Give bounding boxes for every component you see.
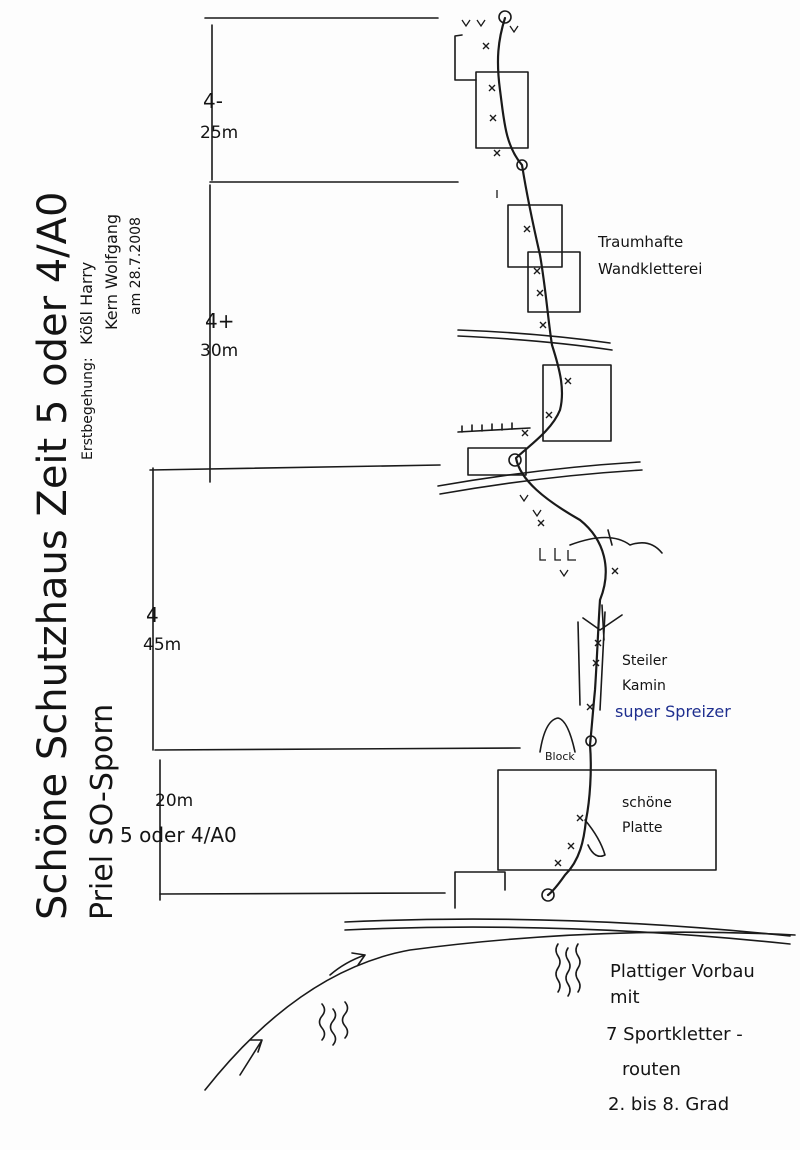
belay-station-icon bbox=[585, 735, 597, 747]
pitch-4-length: 20m bbox=[155, 791, 193, 811]
belay-station-icon bbox=[508, 453, 522, 467]
ledge-box bbox=[467, 447, 527, 476]
route-title: Schöne Schutzhaus Zeit 5 oder 4/A0 bbox=[30, 192, 76, 920]
slab-box bbox=[497, 769, 717, 871]
route-line bbox=[496, 16, 607, 897]
route-subtitle: Priel SO-Sporn bbox=[85, 704, 120, 920]
bolt-icon bbox=[533, 267, 541, 275]
annotation-steiler: Steiler bbox=[622, 653, 667, 669]
route-arrow-icon bbox=[519, 494, 529, 503]
bolt-icon bbox=[564, 377, 572, 385]
squiggle-6 bbox=[575, 943, 581, 993]
squiggle-4 bbox=[555, 943, 561, 993]
route-arrow-icon bbox=[539, 548, 576, 561]
bolt-icon bbox=[537, 519, 545, 527]
first-ascent-names-1: Kößl Harry bbox=[77, 262, 96, 345]
belay-station-icon bbox=[541, 888, 555, 902]
bolt-icon bbox=[539, 321, 547, 329]
approach-arrow-1 bbox=[239, 1039, 263, 1076]
base-box bbox=[454, 871, 506, 909]
pitch-2-grade: 4+ bbox=[205, 309, 234, 333]
vorbau-line-3: 7 Sportkletter - bbox=[606, 1024, 743, 1045]
base-line-1 bbox=[344, 918, 791, 937]
roof-hatch bbox=[461, 422, 513, 433]
pitch-3-grade: 4 bbox=[146, 603, 159, 627]
rock-box-4 bbox=[527, 251, 581, 313]
route-arrow-icon bbox=[532, 509, 542, 518]
rock-box-3 bbox=[507, 204, 563, 268]
bolt-icon bbox=[482, 42, 490, 50]
bolt-icon bbox=[493, 149, 501, 157]
bolt-icon bbox=[611, 567, 619, 575]
pitch-3-length: 45m bbox=[143, 635, 181, 655]
vorbau-line-1: Plattiger Vorbau bbox=[610, 961, 755, 982]
squiggle-1 bbox=[318, 1003, 326, 1041]
annotation-kamin: Kamin bbox=[622, 678, 666, 694]
route-variant-a bbox=[584, 819, 606, 858]
squiggle-5 bbox=[565, 947, 571, 997]
bolt-icon bbox=[488, 84, 496, 92]
annotation-wandkletterei: Wandkletterei bbox=[598, 260, 702, 278]
annotation-schoene: schöne bbox=[622, 795, 672, 811]
chimney-right bbox=[599, 611, 606, 711]
bolt-icon bbox=[545, 411, 553, 419]
band-line-1 bbox=[437, 461, 641, 487]
pitch-1-length: 25m bbox=[200, 123, 238, 143]
slope-curve bbox=[204, 931, 796, 1091]
bolt-icon bbox=[521, 429, 529, 437]
vorbau-line-2: mit bbox=[610, 987, 640, 1008]
pitch-divider-4 bbox=[159, 892, 446, 895]
base-line-2 bbox=[344, 926, 791, 945]
pitch-4-grade: 5 oder 4/A0 bbox=[120, 823, 237, 847]
bolt-icon bbox=[594, 639, 602, 647]
approach-arrow-2 bbox=[329, 952, 366, 976]
route-arrow-icon bbox=[461, 19, 471, 28]
route-arrow-icon bbox=[559, 569, 569, 578]
first-ascent-label: Erstbegehung: bbox=[80, 357, 96, 460]
ledge-line-1 bbox=[457, 329, 611, 344]
bolt-icon bbox=[592, 659, 600, 667]
bush-sketch bbox=[569, 529, 663, 554]
band-line-2 bbox=[439, 469, 643, 495]
bolt-icon bbox=[554, 859, 562, 867]
bolt-icon bbox=[576, 814, 584, 822]
squiggle-3 bbox=[341, 1001, 349, 1039]
bolt-icon bbox=[489, 114, 497, 122]
chimney-left bbox=[577, 621, 581, 706]
first-ascent-date: am 28.7.2008 bbox=[128, 217, 144, 315]
chimney-top bbox=[582, 604, 623, 641]
rock-box-2 bbox=[475, 71, 529, 149]
pitch-divider-3 bbox=[154, 747, 521, 751]
ledge-line-2 bbox=[457, 335, 613, 351]
annotation-traumhafte: Traumhafte bbox=[597, 233, 683, 251]
bolt-icon bbox=[567, 842, 575, 850]
squiggle-2 bbox=[329, 1008, 337, 1046]
route-arrow-icon bbox=[509, 25, 519, 34]
vorbau-line-5: 2. bis 8. Grad bbox=[608, 1094, 729, 1115]
annotation-super-spreizer: super Spreizer bbox=[615, 702, 731, 721]
pitch-2-length: 30m bbox=[200, 341, 238, 361]
belay-station-icon bbox=[516, 159, 528, 171]
annotation-platte: Platte bbox=[622, 820, 663, 836]
rock-box-1 bbox=[454, 34, 477, 81]
annotation-block: Block bbox=[545, 750, 575, 763]
pitch-1-grade: 4- bbox=[203, 89, 223, 113]
bolt-icon bbox=[536, 289, 544, 297]
pitch-divider-2 bbox=[149, 464, 441, 471]
route-arrow-icon bbox=[476, 19, 486, 28]
roof-line bbox=[457, 427, 531, 433]
vorbau-line-4: routen bbox=[622, 1059, 681, 1080]
first-ascent-names-2: Kern Wolfgang bbox=[102, 214, 121, 330]
belay-station-icon bbox=[498, 10, 512, 24]
rock-box-5 bbox=[542, 364, 612, 442]
bolt-icon bbox=[523, 225, 531, 233]
block-outline bbox=[539, 717, 576, 753]
bolt-icon bbox=[586, 703, 594, 711]
